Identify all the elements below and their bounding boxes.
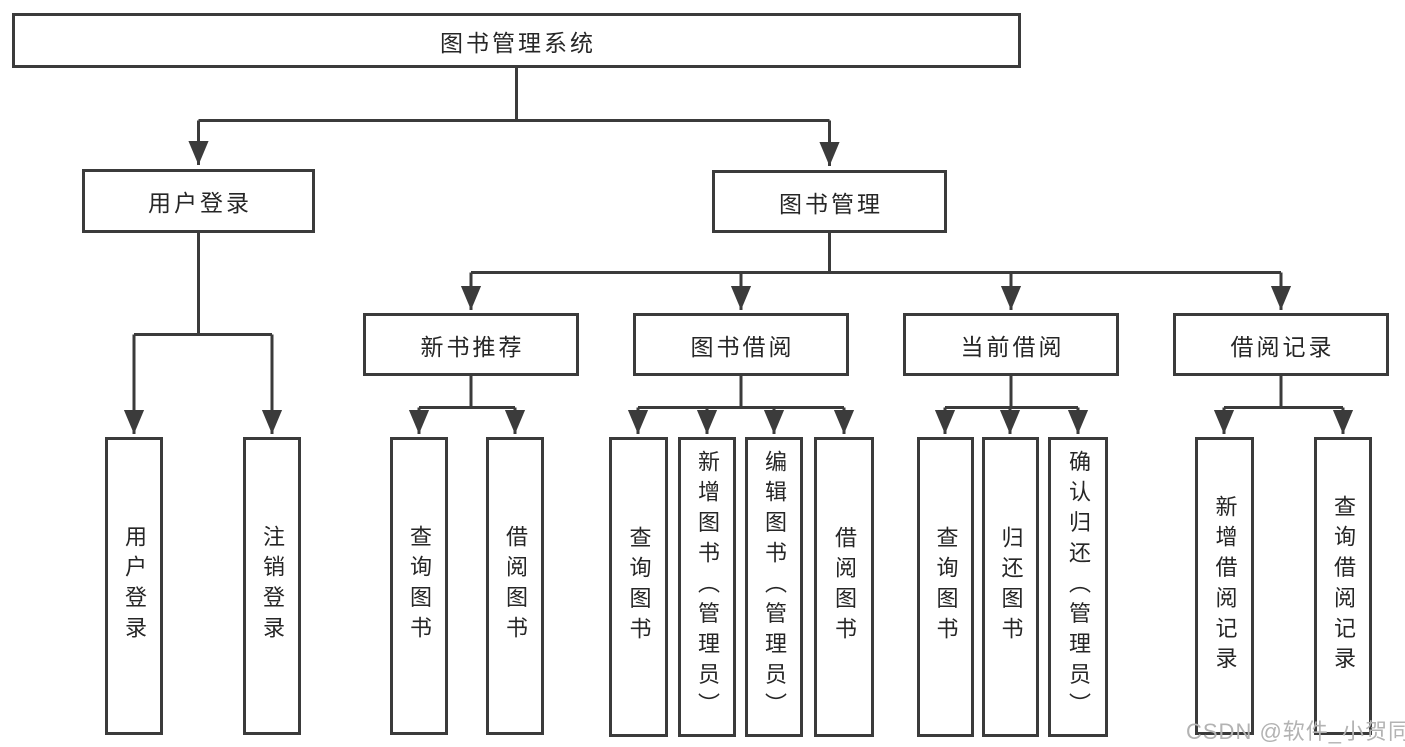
connector-current-borrow-trunk — [945, 376, 1078, 409]
leaf-query-borrow-record-label: 查询借阅记录 — [1331, 494, 1356, 678]
node-borrow-records: 借阅记录 — [1173, 313, 1389, 376]
leaf-user-login-label: 用户登录 — [122, 525, 147, 647]
node-book-borrow: 图书借阅 — [633, 313, 849, 376]
leaf-user-login: 用户登录 — [105, 437, 163, 735]
connector-new-book-trunk — [419, 376, 515, 409]
leaf-edit-book-admin: 编辑图书（管理员） — [745, 437, 803, 737]
connector-book-borrow-trunk — [638, 376, 844, 409]
leaf-return-books: 归还图书 — [982, 437, 1039, 737]
watermark-text: CSDN @软件_小贺同学 — [1186, 719, 1405, 744]
leaf-logout-label: 注销登录 — [260, 525, 285, 647]
leaf-current-query-books: 查询图书 — [917, 437, 974, 737]
connector-borrow-records-trunk — [1224, 376, 1343, 409]
leaf-add-borrow-record: 新增借阅记录 — [1195, 437, 1254, 735]
leaf-return-books-label: 归还图书 — [998, 526, 1024, 648]
node-new-book-recommend: 新书推荐 — [363, 313, 579, 376]
node-book-management: 图书管理 — [712, 170, 947, 233]
leaf-query-borrow-record: 查询借阅记录 — [1314, 437, 1372, 735]
leaf-logout: 注销登录 — [243, 437, 301, 735]
leaf-borrow-query-books-label: 查询图书 — [626, 526, 652, 648]
node-root: 图书管理系统 — [12, 13, 1021, 68]
leaf-borrow-query-books: 查询图书 — [609, 437, 668, 737]
connector-user-login-trunk — [134, 233, 272, 336]
leaf-borrow-borrow-books-label: 借阅图书 — [832, 526, 857, 648]
leaf-confirm-return-admin: 确认归还（管理员） — [1048, 437, 1108, 737]
leaf-newbook-query-books-label: 查询图书 — [407, 525, 432, 647]
leaf-add-book-admin: 新增图书（管理员） — [678, 437, 736, 737]
leaf-borrow-borrow-books: 借阅图书 — [814, 437, 874, 737]
leaf-add-borrow-record-label: 新增借阅记录 — [1212, 494, 1238, 678]
leaf-current-query-books-label: 查询图书 — [933, 526, 959, 648]
leaf-newbook-query-books: 查询图书 — [390, 437, 448, 735]
leaf-edit-book-admin-label: 编辑图书（管理员） — [762, 450, 787, 724]
leaf-newbook-borrow-books-label: 借阅图书 — [503, 525, 528, 647]
leaf-add-book-admin-label: 新增图书（管理员） — [695, 450, 720, 724]
connector-book-mgmt-trunk — [471, 233, 1281, 274]
leaf-confirm-return-admin-label: 确认归还（管理员） — [1066, 450, 1091, 724]
node-user-login: 用户登录 — [82, 169, 315, 233]
leaf-newbook-borrow-books: 借阅图书 — [486, 437, 544, 735]
connector-root-trunk — [198, 68, 830, 122]
node-current-borrow: 当前借阅 — [903, 313, 1119, 376]
